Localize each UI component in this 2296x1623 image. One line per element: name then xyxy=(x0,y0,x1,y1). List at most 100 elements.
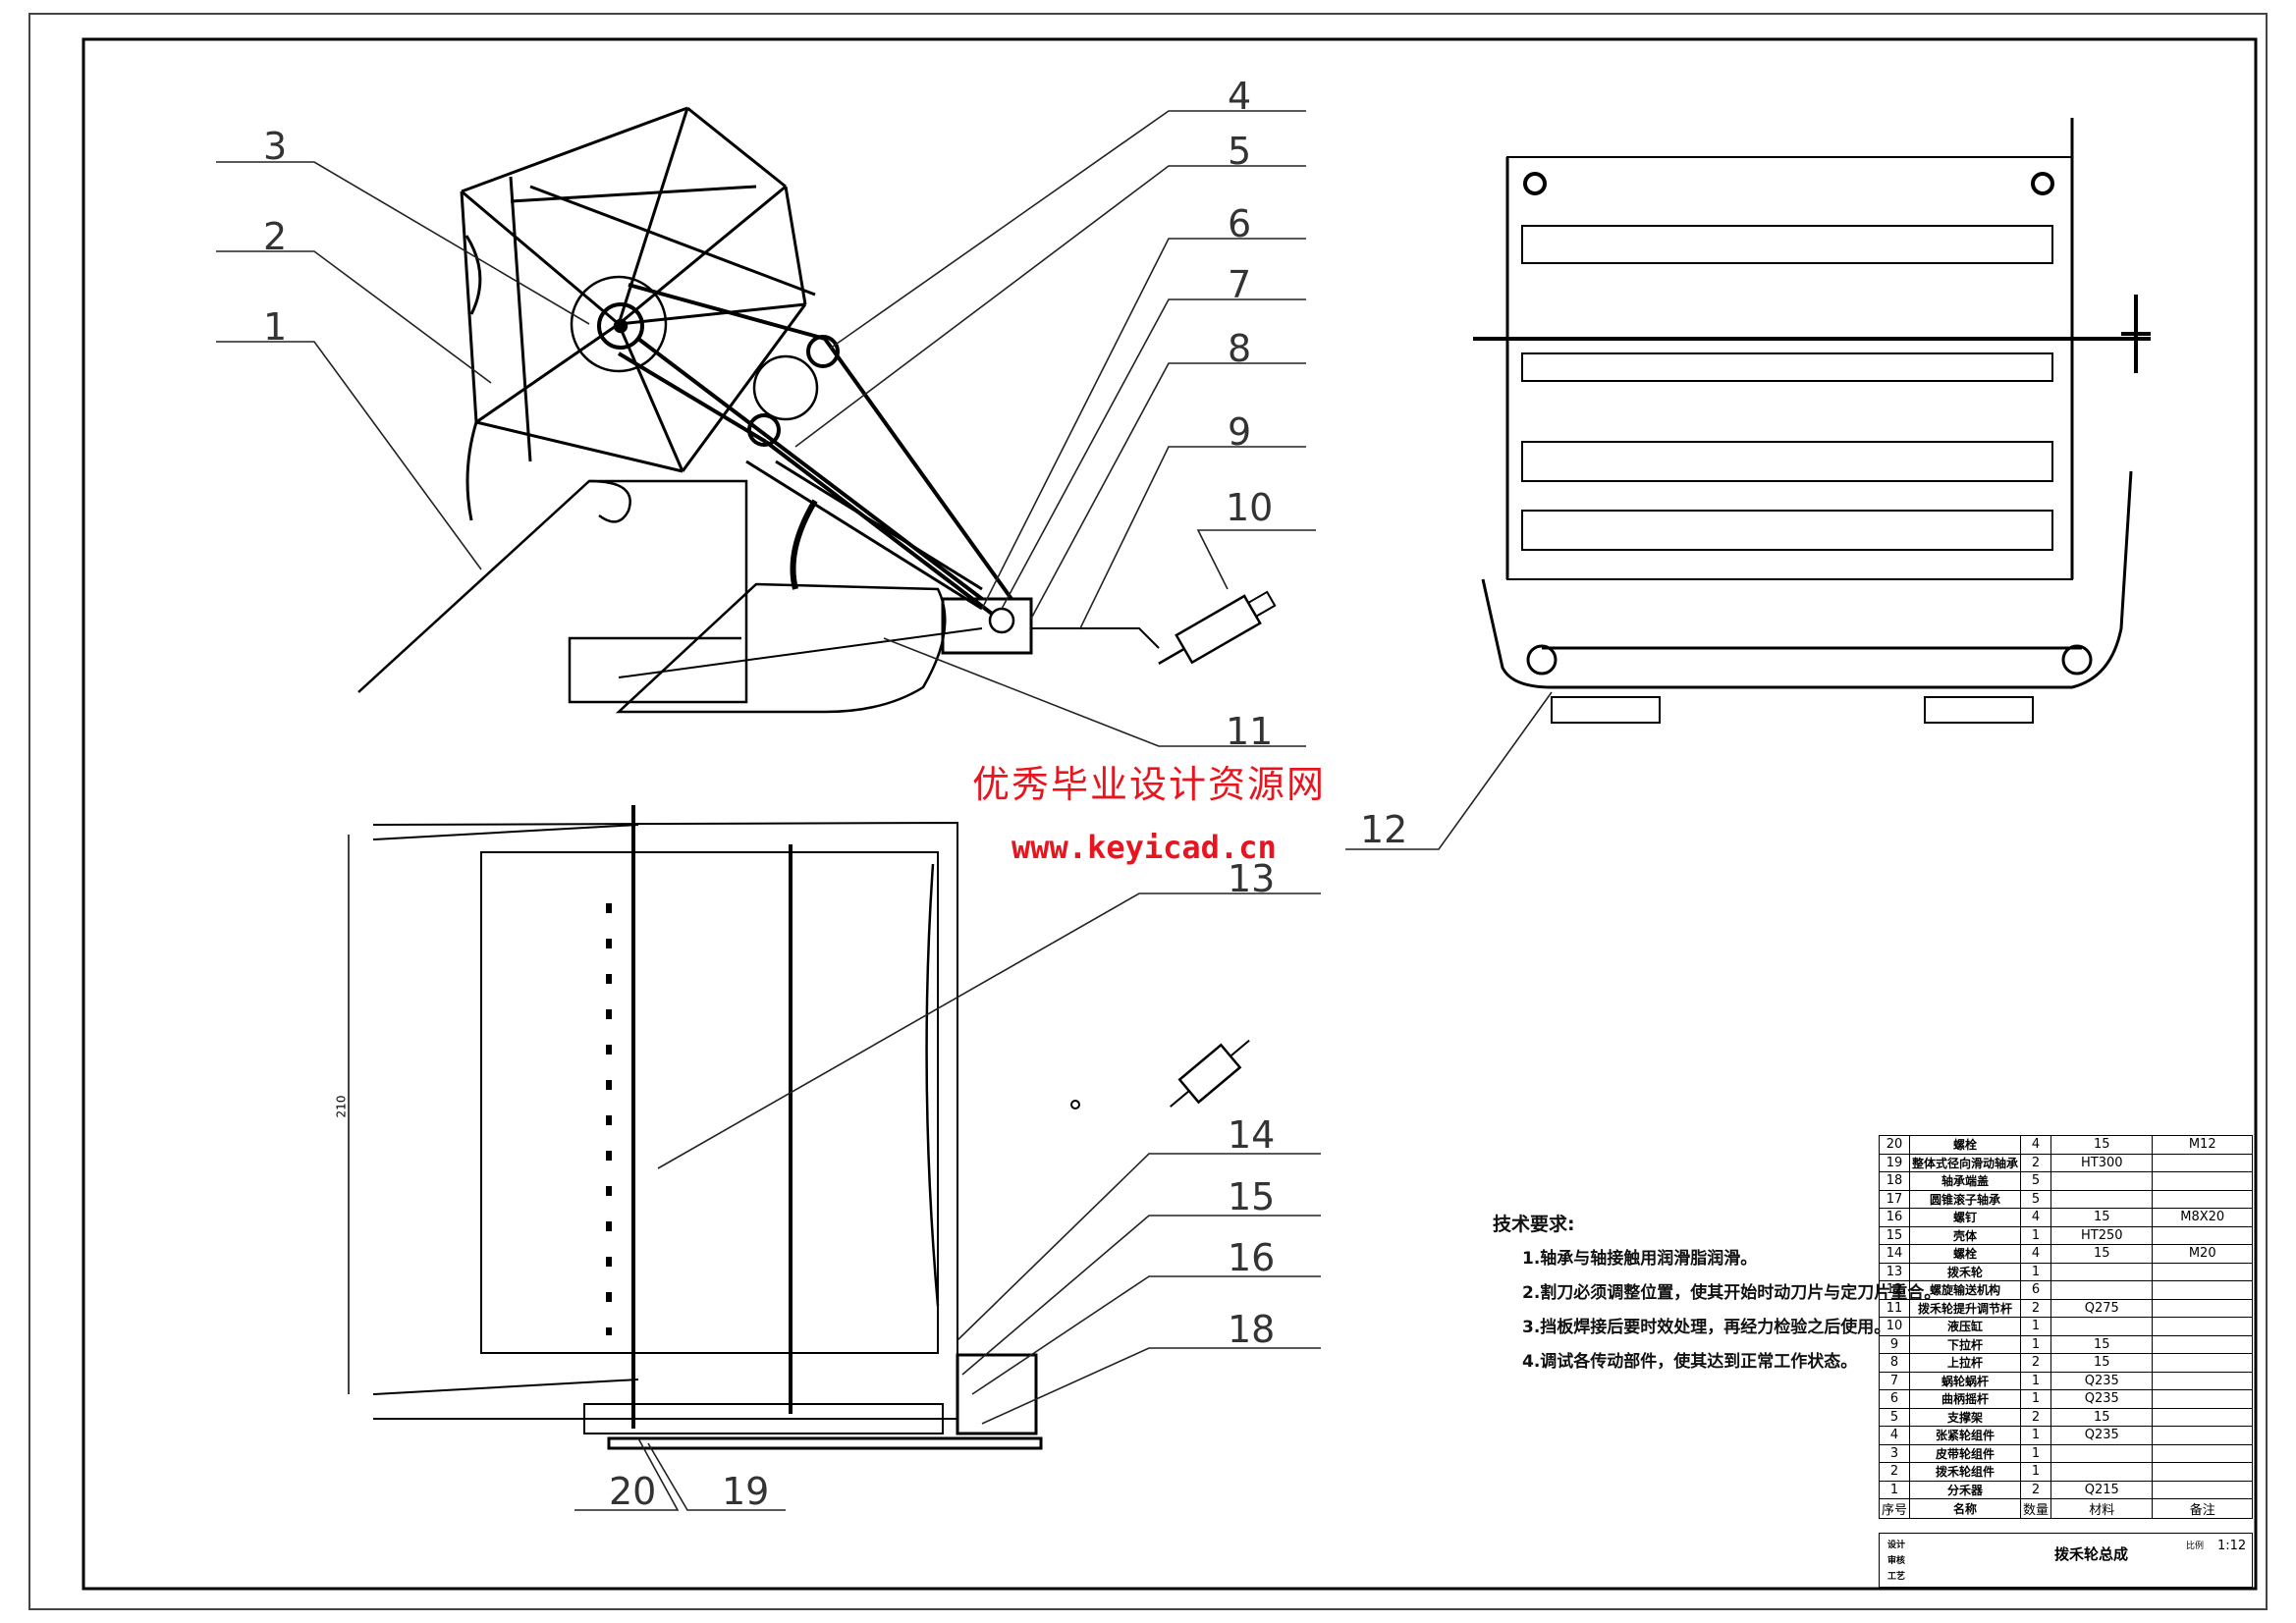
hand-crank xyxy=(2121,295,2151,373)
requirement-1: 1.轴承与轴接触用润滑脂润滑。 xyxy=(1522,1249,1758,1269)
callout-9: 9 xyxy=(1228,410,1252,454)
bom-cell-note: M12 xyxy=(2152,1135,2253,1155)
drawing-scale: 1:12 xyxy=(2217,1539,2247,1553)
bom-cell-qty: 1 xyxy=(2020,1462,2052,1482)
skid-left xyxy=(1551,696,1661,724)
divider-tip-top xyxy=(372,824,639,840)
gearbox-wheel xyxy=(988,607,1015,634)
bom-cell-no: 18 xyxy=(1878,1171,1911,1191)
bom-cell-name: 液压缸 xyxy=(1909,1317,2022,1336)
bom-cell-no: 2 xyxy=(1878,1462,1911,1482)
header-trough xyxy=(1481,470,2133,689)
technical-requirements-title: 技术要求: xyxy=(1493,1214,1575,1235)
bom-cell-no: 14 xyxy=(1878,1244,1911,1264)
bom-cell-qty: 数量 xyxy=(2020,1498,2052,1519)
bom-cell-qty: 2 xyxy=(2020,1480,2052,1499)
bom-cell-material: Q215 xyxy=(2050,1480,2154,1499)
dimension-text: 210 xyxy=(334,1095,349,1118)
reel-frame xyxy=(1506,156,2073,580)
bom-cell-material: Q235 xyxy=(2050,1371,2154,1390)
bom-cell-qty: 2 xyxy=(2020,1153,2052,1172)
divider-right xyxy=(615,582,947,714)
callout-20: 20 xyxy=(609,1470,657,1513)
bom-cell-qty: 1 xyxy=(2020,1443,2052,1463)
bom-cell-name: 轴承端盖 xyxy=(1909,1171,2022,1191)
bom-cell-name: 整体式径向滑动轴承 xyxy=(1909,1153,2022,1172)
bom-cell-material: 15 xyxy=(2050,1353,2154,1373)
bom-cell-note xyxy=(2152,1189,2253,1209)
callout-6: 6 xyxy=(1228,202,1252,245)
pivot-point xyxy=(1070,1100,1080,1109)
bottom-chassis xyxy=(607,1436,1043,1450)
bat-row-1 xyxy=(1521,225,2053,264)
callout-11: 11 xyxy=(1226,710,1274,753)
title-caption-process: 工艺 xyxy=(1887,1572,1906,1582)
bom-cell-no: 15 xyxy=(1878,1225,1911,1245)
bom-cell-material: 15 xyxy=(2050,1407,2154,1427)
bom-cell-name: 名称 xyxy=(1909,1498,2022,1519)
watermark-site-name: 优秀毕业设计资源网 xyxy=(972,763,1327,806)
bat-row-4 xyxy=(1521,510,2053,551)
bom-cell-no: 16 xyxy=(1878,1208,1911,1227)
bom-cell-no: 19 xyxy=(1878,1153,1911,1172)
bom-cell-note xyxy=(2152,1225,2253,1245)
bom-cell-name: 螺栓 xyxy=(1909,1135,2022,1155)
conveyor-roller xyxy=(925,863,940,1307)
bom-cell-material: 材料 xyxy=(2050,1498,2154,1519)
bom-cell-name: 拨禾轮 xyxy=(1909,1262,2022,1281)
reel-hub-center xyxy=(613,318,629,334)
bom-cell-no: 8 xyxy=(1878,1353,1911,1373)
bom-cell-material xyxy=(2050,1317,2154,1336)
bom-cell-name: 上拉杆 xyxy=(1909,1353,2022,1373)
reel-hub-outer xyxy=(570,275,668,373)
bom-cell-note xyxy=(2152,1407,2253,1427)
bom-cell-no: 5 xyxy=(1878,1407,1911,1427)
reel-spokes xyxy=(460,106,816,521)
bom-cell-material: 15 xyxy=(2050,1208,2154,1227)
bearing-right xyxy=(2031,172,2054,195)
bom-cell-name: 拨禾轮提升调节杆 xyxy=(1909,1298,2022,1318)
bom-cell-note xyxy=(2152,1280,2253,1300)
hydraulic-cylinder-top xyxy=(1170,1039,1250,1108)
bom-cell-qty: 1 xyxy=(2020,1389,2052,1409)
skid-right xyxy=(1924,696,2034,724)
bom-cell-material: Q235 xyxy=(2050,1426,2154,1445)
gearbox-side xyxy=(941,597,1033,655)
bom-cell-qty: 1 xyxy=(2020,1426,2052,1445)
bom-cell-material: Q275 xyxy=(2050,1298,2154,1318)
bom-cell-no: 11 xyxy=(1878,1298,1911,1318)
crank-wheel xyxy=(752,354,819,421)
bom-cell-no: 6 xyxy=(1878,1389,1911,1409)
bom-cell-no: 序号 xyxy=(1878,1498,1911,1519)
bom-header-row: 序号名称数量材料备注 xyxy=(1878,1498,2253,1519)
bom-cell-material xyxy=(2050,1171,2154,1191)
auger-sprocket-left xyxy=(1526,644,1558,676)
bom-cell-material: Q235 xyxy=(2050,1389,2154,1409)
drive-belts xyxy=(617,283,1013,616)
bom-cell-name: 螺旋输送机构 xyxy=(1909,1280,2022,1300)
bom-cell-qty: 1 xyxy=(2020,1334,2052,1354)
bom-cell-note xyxy=(2152,1171,2253,1191)
reel-top-frame xyxy=(372,821,958,1420)
bom-cell-qty: 5 xyxy=(2020,1189,2052,1209)
bom-cell-note xyxy=(2152,1153,2253,1172)
bom-cell-note xyxy=(2152,1443,2253,1463)
divider-tip-bottom xyxy=(372,1379,639,1395)
bearing-left xyxy=(1523,172,1547,195)
bom-cell-name: 张紧轮组件 xyxy=(1909,1426,2022,1445)
bom-cell-qty: 2 xyxy=(2020,1353,2052,1373)
bom-cell-note xyxy=(2152,1317,2253,1336)
bom-cell-note xyxy=(2152,1353,2253,1373)
bom-cell-qty: 1 xyxy=(2020,1371,2052,1390)
